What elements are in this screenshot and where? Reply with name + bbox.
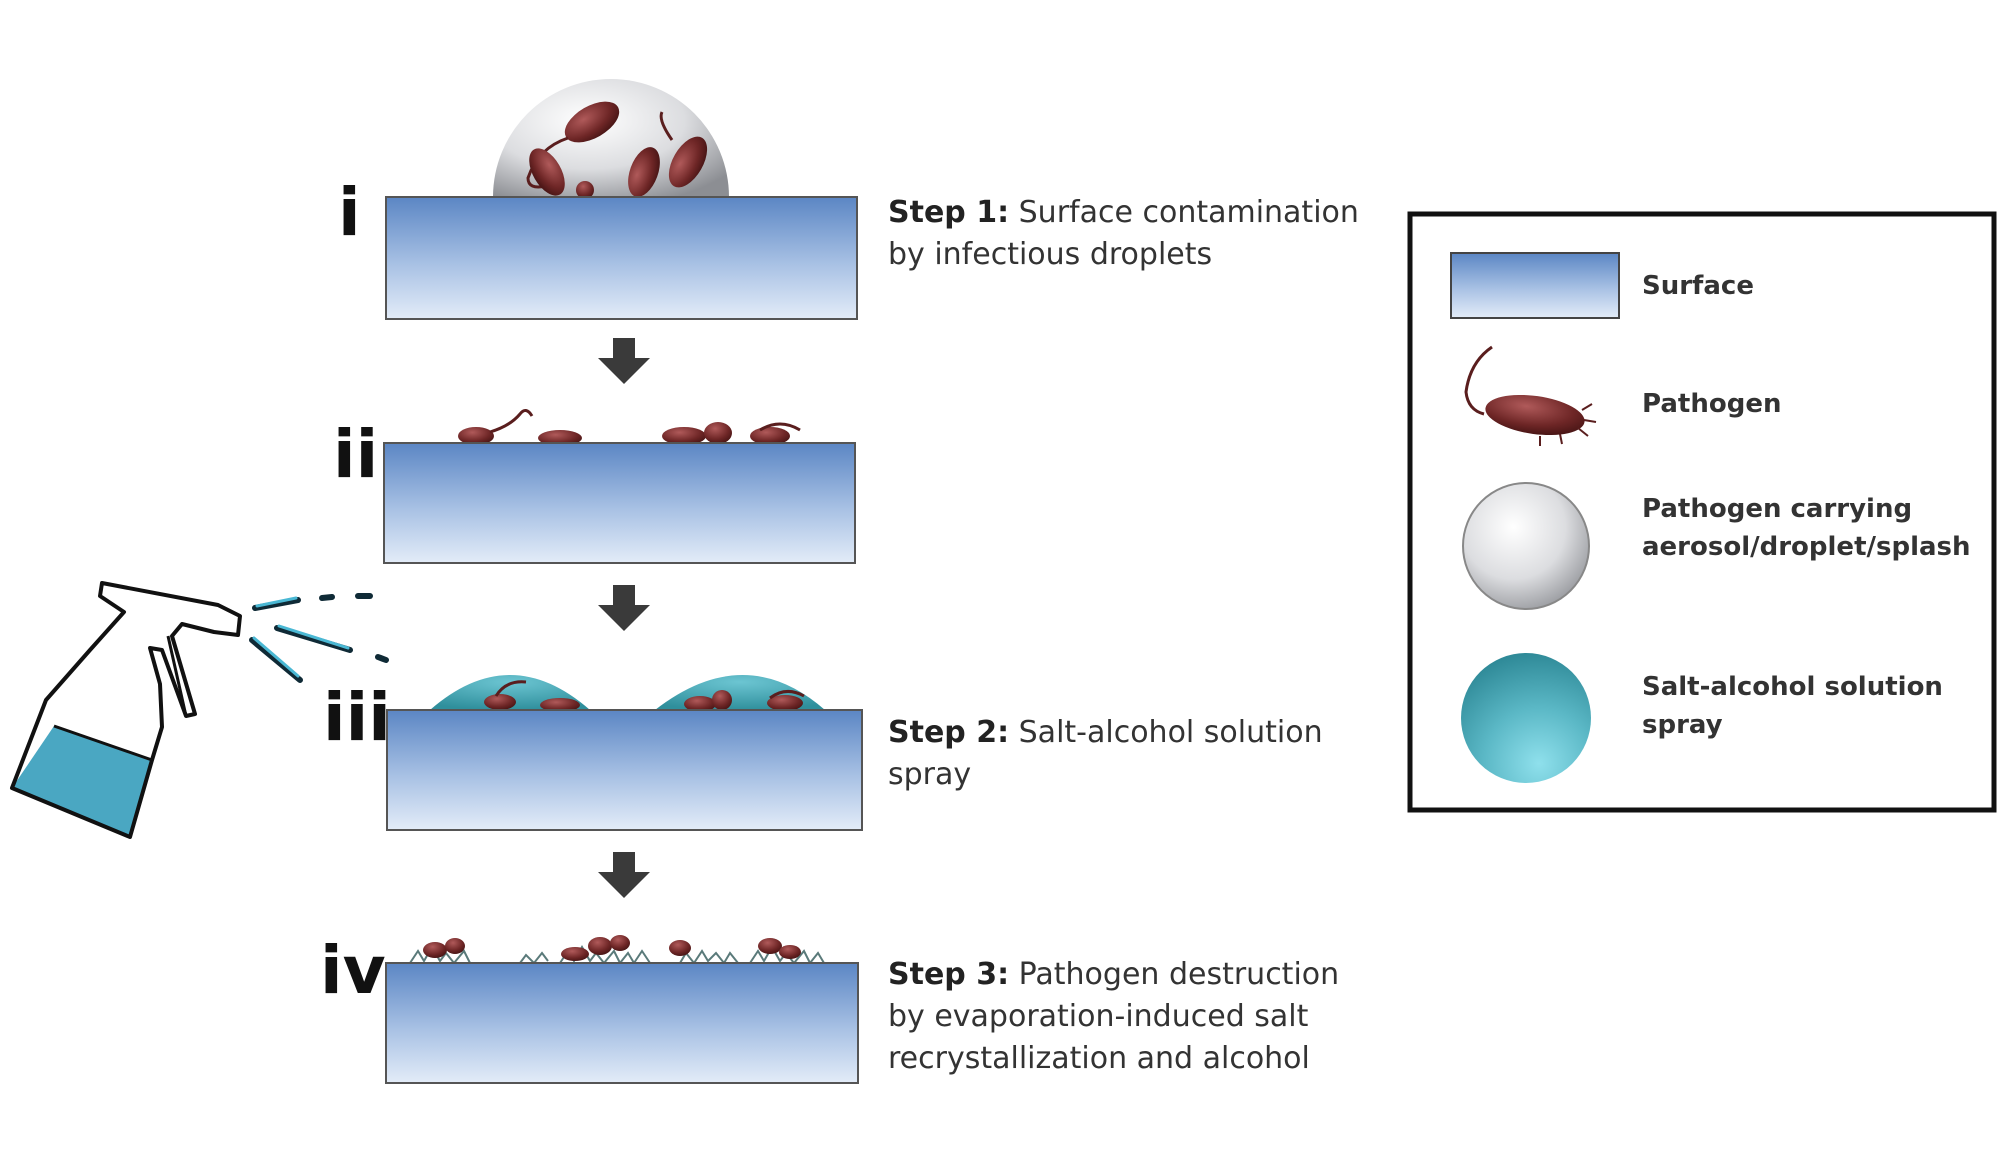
legend	[1407, 211, 1997, 813]
pathogen-cluster	[458, 409, 801, 446]
pathogen-cluster	[526, 101, 708, 199]
stage-iii	[386, 675, 863, 831]
legend-droplet-label: Pathogen carrying aerosol/droplet/splash	[1642, 490, 1971, 566]
droplet-sphere-icon	[1462, 482, 1590, 610]
step-1-caption: Step 1: Surface contamination by infecti…	[888, 192, 1359, 276]
step-3-line1: Pathogen destruction	[1018, 957, 1340, 992]
surface-ii	[383, 442, 856, 564]
legend-spray-line2: spray	[1642, 710, 1723, 740]
legend-pathogen-label: Pathogen	[1642, 389, 1782, 419]
step-1-line2: by infectious droplets	[888, 237, 1213, 272]
step-number-iv: iv	[320, 932, 386, 1009]
solution-sphere-icon	[1461, 653, 1591, 783]
legend-droplet-line1: Pathogen carrying	[1642, 494, 1913, 524]
stage-iv	[385, 935, 859, 1084]
surface-i	[385, 196, 858, 320]
stage-ii	[383, 409, 856, 564]
step-3-line3: recrystallization and alcohol	[888, 1041, 1310, 1076]
step-1-line1: Surface contamination	[1018, 195, 1359, 230]
legend-droplet-line2: aerosol/droplet/splash	[1642, 532, 1971, 562]
step-number-iii: iii	[323, 679, 391, 756]
step-number-i: i	[338, 174, 361, 251]
legend-spray-line1: Salt-alcohol solution	[1642, 672, 1943, 702]
step-2-line2: spray	[888, 757, 972, 792]
step-2-title: Step 2:	[888, 715, 1010, 750]
down-arrow-icon	[598, 338, 650, 384]
down-arrow-icon	[598, 585, 650, 631]
spray-jets	[249, 593, 389, 683]
step-2-caption: Step 2: Salt-alcohol solution spray	[888, 712, 1323, 796]
step-number-ii: ii	[333, 416, 378, 493]
surface-iii	[386, 709, 863, 831]
step-3-line2: by evaporation-induced salt	[888, 999, 1309, 1034]
legend-surface-label: Surface	[1642, 271, 1754, 301]
step-1-title: Step 1:	[888, 195, 1010, 230]
step-3-title: Step 3:	[888, 957, 1010, 992]
surface-iv	[385, 962, 859, 1084]
pathogen-cluster	[484, 680, 805, 712]
bottle-liquid	[12, 726, 152, 837]
pathogen-icon	[1464, 345, 1597, 446]
spray-bottle-icon	[10, 581, 389, 839]
pathogen-cluster	[423, 935, 801, 961]
step-2-line1: Salt-alcohol solution	[1018, 715, 1323, 750]
stage-i	[385, 79, 858, 320]
step-3-caption: Step 3: Pathogen destruction by evaporat…	[888, 954, 1339, 1080]
down-arrow-icon	[598, 852, 650, 898]
legend-surface-swatch	[1450, 252, 1620, 319]
legend-spray-label: Salt-alcohol solution spray	[1642, 668, 1943, 744]
